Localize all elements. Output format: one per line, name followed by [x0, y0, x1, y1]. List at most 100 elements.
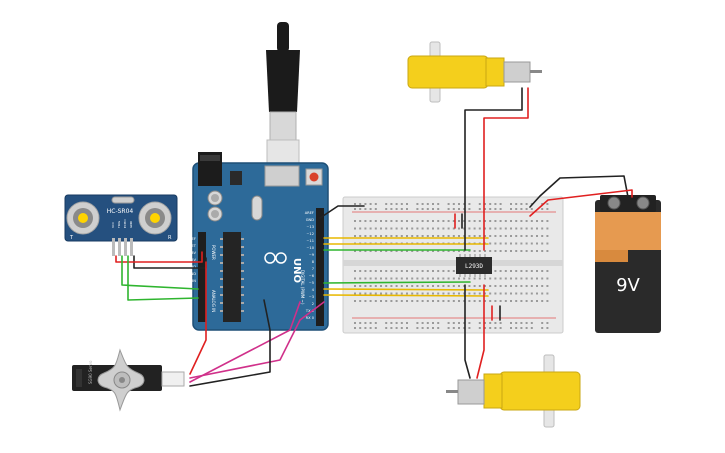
breadboard-hole [515, 203, 518, 205]
breadboard-hole [406, 327, 408, 329]
breadboard-hole [489, 250, 492, 252]
breadboard-hole [478, 250, 481, 252]
breadboard-hole [374, 300, 377, 302]
breadboard-hole [400, 227, 403, 230]
breadboard-hole [380, 277, 382, 280]
breadboard-hole [395, 300, 398, 302]
breadboard-hole [369, 322, 372, 324]
breadboard-hole [458, 220, 460, 222]
breadboard-hole [504, 220, 507, 222]
dc-motor-top[interactable] [407, 41, 542, 103]
breadboard-hole [489, 327, 492, 329]
breadboard-hole [452, 220, 455, 222]
breadboard-hole [416, 300, 419, 302]
servo-motor[interactable]: SG90 Servo [72, 348, 185, 412]
breadboard-hole [380, 220, 382, 222]
breadboard-hole [411, 220, 414, 222]
breadboard-hole [452, 300, 455, 302]
breadboard-hole [447, 208, 450, 210]
breadboard-hole [437, 285, 440, 287]
breadboard-hole [437, 300, 440, 302]
breadboard-hole [416, 220, 419, 222]
breadboard-hole [520, 220, 523, 222]
breadboard-hole [426, 270, 429, 272]
arduino-right-pin-label: ~3 [309, 295, 314, 299]
breadboard-hole [354, 327, 356, 329]
battery-9v[interactable]: 9V [595, 195, 661, 333]
breadboard-hole [468, 277, 471, 280]
breadboard-hole [458, 300, 460, 302]
arduino-board[interactable]: UNO POWER ANALOG IN DIGITAL (PWM ~) IORE… [184, 152, 329, 331]
sensor-model: HC-SR04 [107, 208, 134, 215]
wire-red [189, 261, 207, 375]
breadboard-hole [400, 208, 403, 210]
breadboard-hole [473, 250, 476, 252]
breadboard-hole [421, 227, 424, 230]
breadboard-hole [426, 327, 429, 329]
arduino-left-pin-label: IOREF [185, 237, 196, 241]
breadboard-hole [369, 270, 372, 272]
breadboard-hole [369, 227, 372, 230]
arduino-right-pin-label: RX 0 [306, 316, 315, 320]
breadboard-hole [354, 208, 356, 210]
breadboard-hole [400, 292, 403, 295]
breadboard-hole [541, 285, 544, 287]
breadboard-hole [525, 203, 528, 205]
breadboard-hole [536, 292, 538, 295]
breadboard-hole [458, 227, 460, 230]
breadboard-hole [468, 208, 471, 210]
breadboard-hole [499, 250, 502, 252]
breadboard-hole [390, 277, 393, 280]
breadboard-hole [468, 322, 471, 324]
breadboard-hole [489, 208, 492, 210]
breadboard-hole [442, 235, 445, 237]
breadboard-hole [426, 285, 429, 287]
breadboard-hole [416, 277, 419, 280]
breadboard-hole [510, 227, 512, 230]
breadboard-hole [510, 327, 512, 329]
breadboard-hole [369, 327, 372, 329]
breadboard-hole [395, 208, 398, 210]
breadboard-hole [395, 250, 398, 252]
breadboard-hole [541, 220, 544, 222]
breadboard-hole [468, 227, 471, 230]
breadboard-hole [437, 203, 440, 205]
breadboard-hole [374, 203, 377, 205]
breadboard-hole [473, 292, 476, 295]
breadboard[interactable] [342, 196, 564, 334]
breadboard-hole [489, 227, 492, 230]
breadboard-hole [437, 250, 440, 252]
breadboard-hole [546, 208, 549, 210]
breadboard-hole [421, 270, 424, 272]
breadboard-hole [364, 277, 367, 280]
driver-ic[interactable]: L293D [456, 254, 492, 277]
wire-red [115, 251, 203, 263]
breadboard-hole [510, 250, 512, 252]
breadboard-hole [385, 327, 388, 329]
breadboard-hole [359, 292, 362, 295]
breadboard-hole [447, 270, 450, 272]
breadboard-hole [468, 220, 471, 222]
breadboard-hole [364, 203, 367, 205]
breadboard-hole [426, 292, 429, 295]
breadboard-hole [541, 242, 544, 245]
breadboard-hole [452, 292, 455, 295]
sensor-side-r: R [168, 235, 172, 241]
dc-motor-bottom[interactable] [446, 354, 581, 428]
breadboard-hole [380, 292, 382, 295]
breadboard-hole [515, 322, 518, 324]
breadboard-hole [421, 235, 424, 237]
breadboard-hole [432, 277, 434, 280]
breadboard-hole [390, 292, 393, 295]
ultrasonic-sensor[interactable]: HC-SR04 T R VCC TRIG ECHO GND [64, 194, 178, 256]
breadboard-hole [359, 208, 362, 210]
breadboard-hole [374, 277, 377, 280]
arduino-power-label: POWER [211, 245, 216, 260]
breadboard-hole [416, 270, 419, 272]
arduino-right-pin-label: ~6 [309, 274, 315, 278]
breadboard-hole [504, 285, 507, 287]
breadboard-hole [452, 235, 455, 237]
breadboard-hole [494, 208, 497, 210]
breadboard-hole [359, 220, 362, 222]
breadboard-hole [546, 203, 549, 205]
